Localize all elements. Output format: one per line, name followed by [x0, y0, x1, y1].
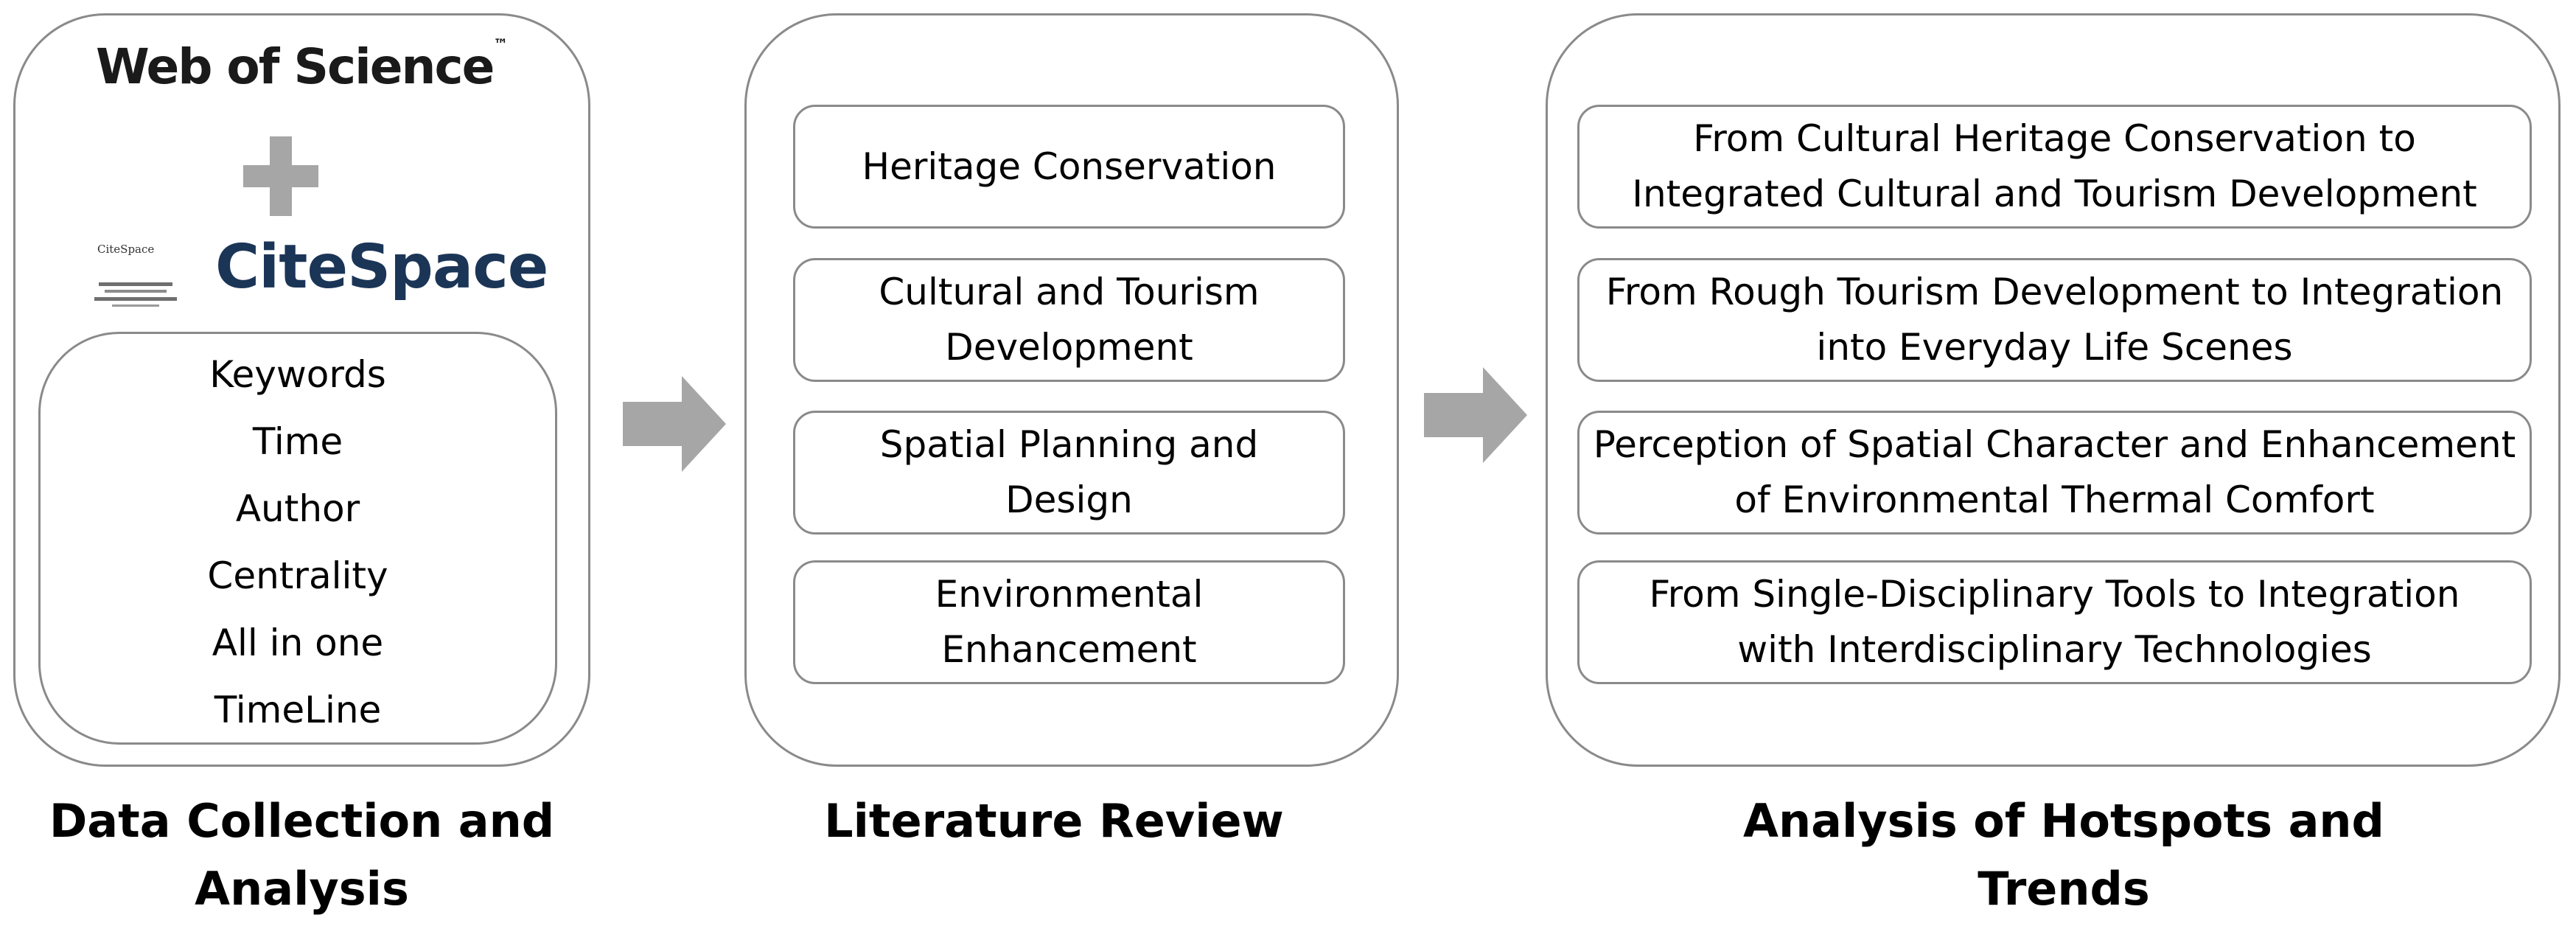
- box-line: into Everyday Life Scenes: [1816, 326, 2293, 369]
- box-line: Cultural and Tourism: [879, 271, 1260, 313]
- list-item: All in one: [212, 622, 384, 664]
- trademark-mark: ™: [493, 35, 508, 53]
- stage1-caption-line1: Data Collection and: [49, 794, 555, 848]
- stage3-caption-line1: Analysis of Hotspots and: [1743, 794, 2384, 848]
- plus-icon: [243, 136, 318, 216]
- citespace-emblem-icon: [94, 282, 177, 307]
- trend-rough-tourism-to-everyday: From Rough Tourism Development to Integr…: [1577, 258, 2532, 382]
- box-line: From Rough Tourism Development to Integr…: [1605, 271, 2504, 313]
- box-line: Integrated Cultural and Tourism Developm…: [1632, 173, 2477, 215]
- review-topic-cultural-tourism: Cultural and Tourism Development: [793, 258, 1345, 382]
- web-of-science-logo: Web of Science™: [96, 35, 508, 95]
- box-line: From Single-Disciplinary Tools to Integr…: [1649, 573, 2460, 616]
- citespace-logo-text: CiteSpace: [215, 232, 548, 302]
- box-line: Spatial Planning and: [879, 423, 1259, 466]
- citespace-emblem-text: CiteSpace: [97, 243, 155, 256]
- list-item: Centrality: [207, 554, 388, 597]
- trend-heritage-to-integrated: From Cultural Heritage Conservation to I…: [1577, 105, 2532, 229]
- stage3-caption-line2: Trends: [1978, 862, 2150, 916]
- box-line: Development: [945, 326, 1193, 369]
- stage1-caption: Data Collection and Analysis: [13, 787, 590, 923]
- citespace-logo: CiteSpace CiteSpace: [90, 232, 548, 321]
- box-line: of Environmental Thermal Comfort: [1734, 478, 2375, 521]
- analysis-options-list: Keywords Time Author Centrality All in o…: [38, 332, 557, 745]
- trend-spatial-character-thermal-comfort: Perception of Spatial Character and Enha…: [1577, 411, 2532, 535]
- review-topic-spatial-planning: Spatial Planning and Design: [793, 411, 1345, 535]
- box-line: Environmental: [935, 573, 1204, 616]
- box-line: with Interdisciplinary Technologies: [1737, 628, 2372, 671]
- review-topic-environmental-enhancement: Environmental Enhancement: [793, 560, 1345, 684]
- list-item: Author: [235, 487, 360, 530]
- stage3-caption: Analysis of Hotspots and Trends: [1695, 787, 2432, 923]
- box-line: Heritage Conservation: [862, 145, 1277, 188]
- stage1-caption-line2: Analysis: [195, 862, 409, 916]
- stage2-caption-line1: Literature Review: [824, 794, 1284, 848]
- box-line: Perception of Spatial Character and Enha…: [1593, 423, 2516, 466]
- trend-single-to-interdisciplinary: From Single-Disciplinary Tools to Integr…: [1577, 560, 2532, 684]
- list-item: TimeLine: [214, 689, 382, 731]
- list-item: Time: [252, 420, 343, 463]
- box-line: Enhancement: [941, 628, 1197, 671]
- arrow-right-icon: [1424, 367, 1527, 463]
- stage2-caption: Literature Review: [744, 787, 1364, 855]
- review-topic-heritage-conservation: Heritage Conservation: [793, 105, 1345, 229]
- arrow-right-icon: [623, 376, 726, 472]
- web-of-science-logo-text: Web of Science: [96, 38, 495, 95]
- list-item: Keywords: [209, 353, 386, 396]
- box-line: From Cultural Heritage Conservation to: [1693, 117, 2416, 160]
- box-line: Design: [1005, 478, 1133, 521]
